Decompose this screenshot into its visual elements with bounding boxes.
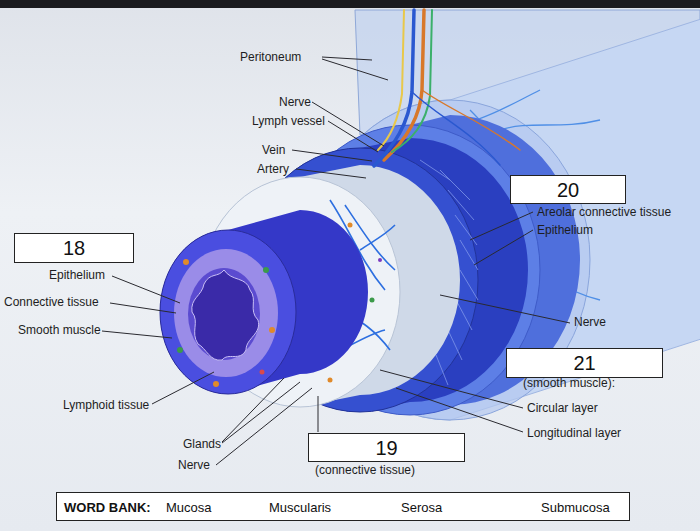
mucosa (160, 210, 368, 394)
word-bank-term: Muscularis (269, 499, 331, 514)
part-label: Smooth muscle (18, 323, 101, 337)
part-label: Glands (183, 437, 221, 451)
word-bank-heading: WORD BANK: (64, 499, 151, 514)
leader-lines (102, 57, 570, 465)
part-label: Epithelium (537, 223, 593, 237)
part-label: Vein (262, 143, 285, 157)
callout-number: 19 (375, 438, 397, 458)
answer-box: 20 (510, 175, 626, 204)
part-label: Longitudinal layer (527, 426, 621, 440)
part-label: Nerve (574, 315, 606, 329)
answer-box: 21 (506, 348, 663, 378)
part-label: Peritoneum (240, 50, 301, 64)
word-bank-term: Mucosa (166, 499, 212, 514)
part-label: Connective tissue (4, 295, 99, 309)
part-label: Nerve (178, 458, 210, 472)
mucosa-face (160, 230, 296, 394)
callout-number: 21 (573, 353, 595, 373)
part-label: Nerve (279, 95, 311, 109)
mucosal-folds (192, 270, 259, 360)
part-label: Areolar connective tissue (537, 205, 671, 219)
word-bank-term: Serosa (401, 499, 442, 514)
callout-number: 18 (63, 238, 85, 258)
screen-edge (0, 0, 700, 8)
mucosa-inner (174, 249, 278, 377)
part-label: Circular layer (527, 401, 598, 415)
part-label: Epithelium (49, 268, 105, 282)
callout-number: 20 (557, 180, 579, 200)
part-label: Lymphoid tissue (63, 398, 149, 412)
answer-box: 18 (14, 233, 134, 263)
part-label: Lymph vessel (252, 114, 325, 128)
word-bank-box: WORD BANK: Mucosa Muscularis Serosa Submucos… (56, 492, 630, 521)
mesentery-vessels (374, 10, 520, 166)
answer-box: 19 (308, 433, 465, 462)
part-label: (connective tissue) (315, 463, 415, 477)
part-label: (smooth muscle): (523, 376, 615, 390)
mucosa-glands (177, 259, 275, 387)
word-bank-term: Submucosa (541, 499, 610, 514)
part-label: Artery (257, 162, 289, 176)
lumen (188, 268, 260, 360)
